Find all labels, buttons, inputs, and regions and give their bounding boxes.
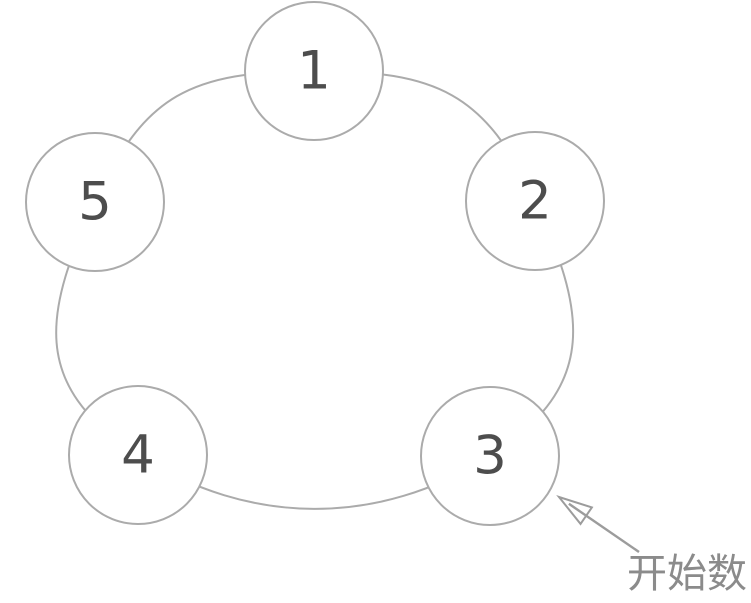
node-label-1: 1 (297, 41, 331, 102)
node-label-4: 4 (121, 425, 155, 486)
node-circle-2 (465, 131, 605, 271)
annotation-arrowhead-icon (556, 495, 594, 526)
node-circle-5 (25, 132, 165, 272)
node-label-2: 2 (518, 171, 552, 232)
start-counting-label: 开始数 (627, 551, 747, 597)
node-label-5: 5 (78, 172, 112, 233)
annotation-arrow-shaft (568, 502, 640, 553)
node-circle-4 (68, 385, 208, 525)
node-circle-1 (244, 1, 384, 141)
node-label-3: 3 (473, 426, 507, 487)
node-circle-3 (420, 386, 560, 526)
